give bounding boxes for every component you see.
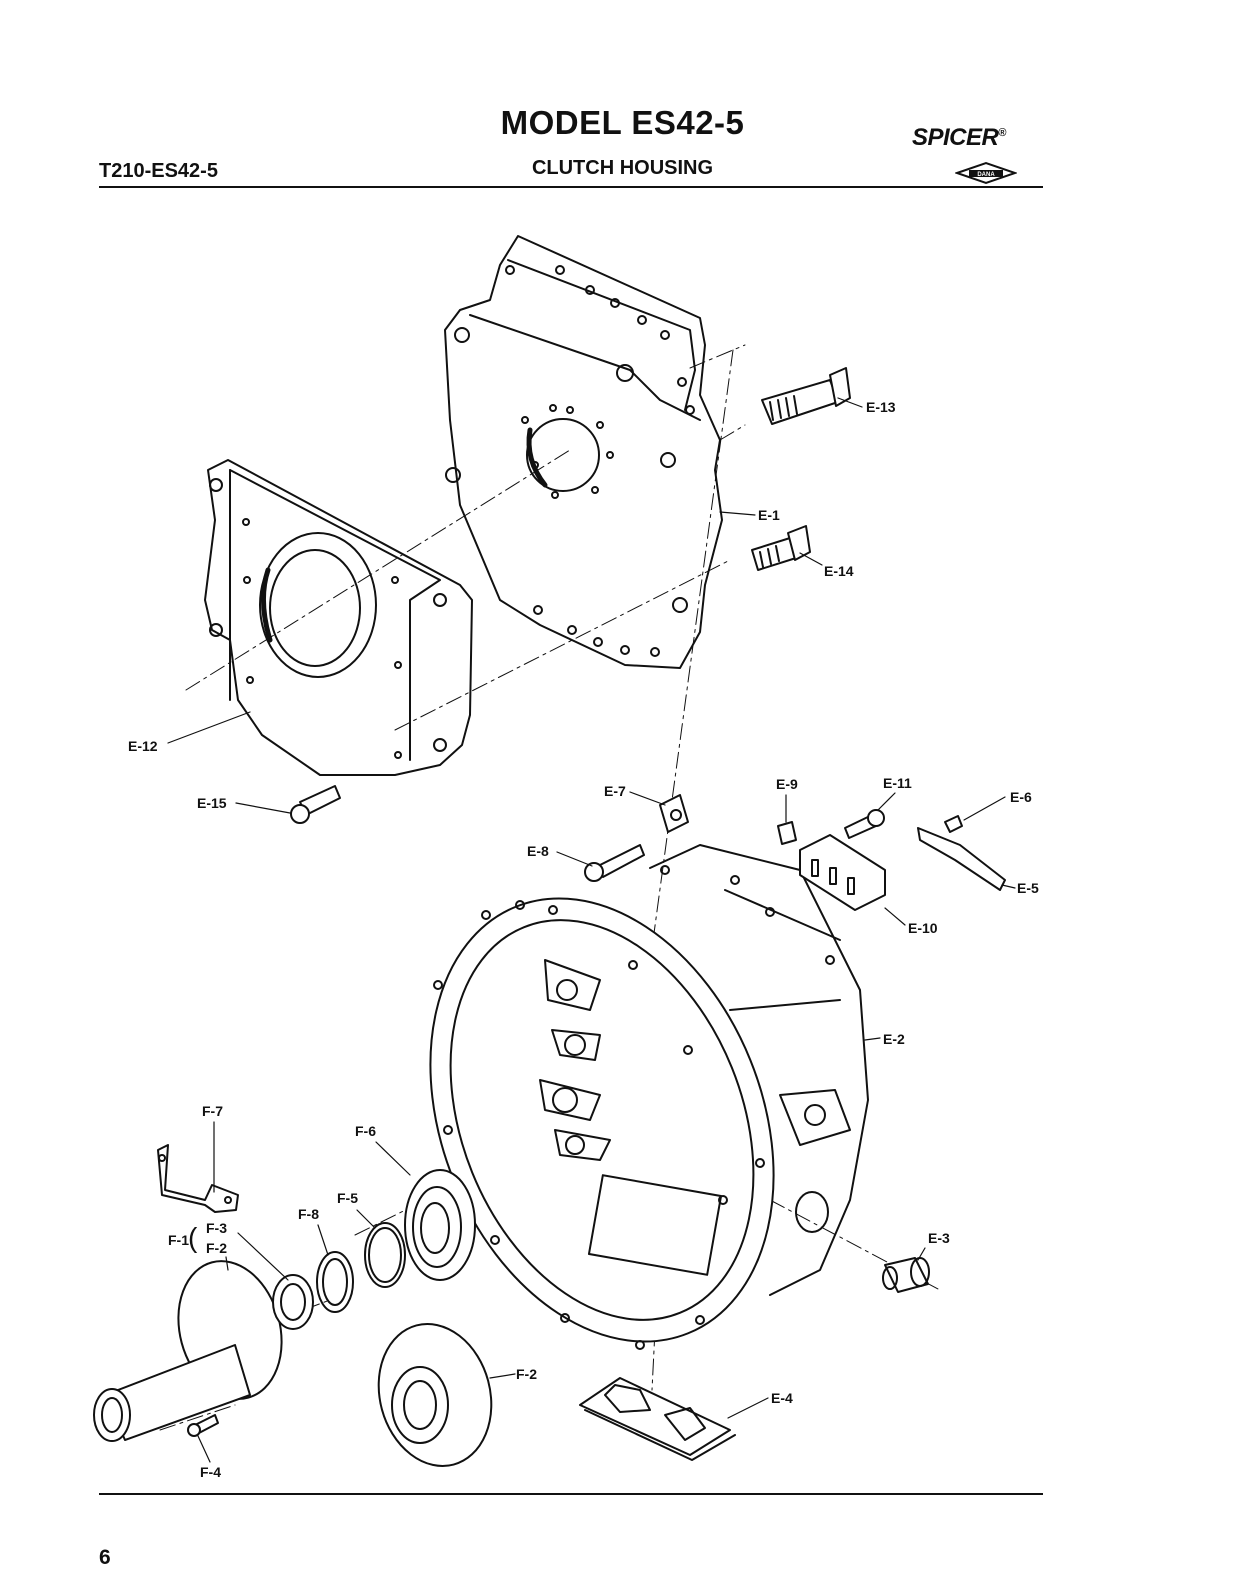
bushing-e3 <box>882 1257 930 1293</box>
screw-f4 <box>187 1414 219 1437</box>
retainer-f2 <box>377 1323 493 1467</box>
page-subtitle: CLUTCH HOUSING <box>531 157 714 179</box>
callout-f1: F-1 <box>168 1232 189 1248</box>
cover-plate-e4 <box>579 1377 736 1461</box>
registered-mark: ® <box>998 127 1006 139</box>
adapter-plate-e1 <box>444 235 723 669</box>
callout-e5: E-5 <box>1017 880 1039 896</box>
page-title: MODEL ES42-5 <box>500 104 745 141</box>
front-plate-e12 <box>204 459 473 776</box>
bolt-e15 <box>290 785 341 824</box>
callout-e6: E-6 <box>1010 789 1032 805</box>
callout-e9: E-9 <box>776 776 798 792</box>
seal-f3 <box>272 1274 314 1330</box>
callout-e14: E-14 <box>824 563 854 579</box>
bearing-retainer-f1 <box>93 1260 283 1442</box>
callout-e15: E-15 <box>197 795 227 811</box>
callout-e3: E-3 <box>928 1230 950 1246</box>
snap-ring-f5 <box>364 1222 406 1288</box>
bolt-e13 <box>761 367 851 425</box>
header-rule <box>99 186 1043 188</box>
callout-e2: E-2 <box>883 1031 905 1047</box>
callout-e11: E-11 <box>883 775 912 791</box>
bolt-e14 <box>751 525 811 571</box>
callout-e12: E-12 <box>128 738 158 754</box>
bolt-e8 <box>584 844 645 882</box>
page-number: 6 <box>99 1546 111 1569</box>
callout-f4: F-4 <box>200 1464 221 1480</box>
callout-e13: E-13 <box>866 399 896 415</box>
callout-e8: E-8 <box>527 843 549 859</box>
clutch-housing-e2 <box>429 844 869 1350</box>
leader-lines <box>167 397 1016 1463</box>
bracket-f7 <box>157 1144 239 1213</box>
plate-e5 <box>917 827 1006 891</box>
dana-logo-icon: DANA <box>955 161 1017 185</box>
callout-e4: E-4 <box>771 1390 793 1406</box>
callout-f7: F-7 <box>202 1103 223 1119</box>
bracket-brace: ( <box>188 1222 198 1253</box>
brand-name: SPICER <box>912 124 999 151</box>
ring-f8 <box>316 1251 354 1313</box>
callout-f2-upper: F-2 <box>206 1240 227 1256</box>
callout-f8: F-8 <box>298 1206 319 1222</box>
bearing-f6 <box>404 1169 476 1281</box>
callout-e1: E-1 <box>758 507 780 523</box>
callout-e7: E-7 <box>604 783 626 799</box>
brand-logo: SPICER® <box>912 124 1006 152</box>
bolt-e11 <box>844 809 885 839</box>
callout-e10: E-10 <box>908 920 938 936</box>
bracket-e7 <box>659 794 689 833</box>
callout-f5: F-5 <box>337 1190 358 1206</box>
footer-rule <box>99 1493 1043 1495</box>
callout-f6: F-6 <box>355 1123 376 1139</box>
document-code: T210-ES42-5 <box>99 160 218 182</box>
callout-f2-lower: F-2 <box>516 1366 537 1382</box>
block-e10 <box>799 834 886 911</box>
screw-e6 <box>944 815 963 833</box>
pin-e9 <box>777 821 797 845</box>
callout-f3: F-3 <box>206 1220 227 1236</box>
dana-logo-text: DANA <box>977 172 995 178</box>
